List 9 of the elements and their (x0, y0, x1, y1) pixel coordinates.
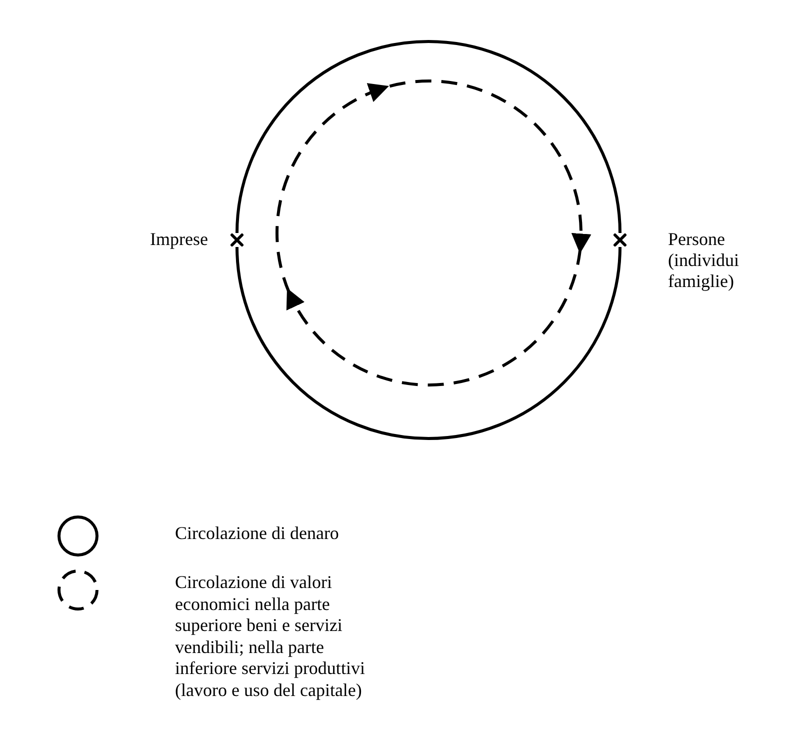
circle-arc (236, 246, 622, 440)
node-label: Persone (individui famiglie) (668, 229, 740, 292)
dashed-flow-arrow (286, 248, 582, 386)
cross-mark (230, 233, 244, 247)
legend-text: Circolazione di denaro (175, 523, 340, 544)
circle-arc (236, 40, 622, 234)
cross-mark (613, 233, 627, 247)
node-label: Imprese (150, 229, 209, 250)
legend-text: Circolazione di valori economici nella parte superiore beni e servizi vendibili; nella parte inferiore servizi produttivi (lavoro e uso del capitale) (175, 572, 366, 701)
